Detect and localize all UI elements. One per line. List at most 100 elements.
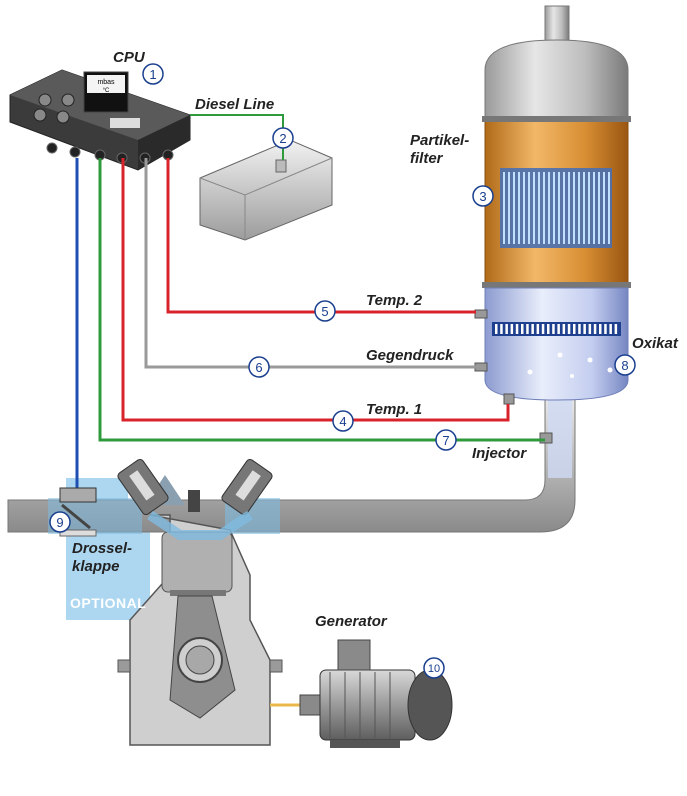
injector-nozzle xyxy=(188,490,200,512)
marker-1: 1 xyxy=(142,63,164,85)
filter-channel xyxy=(563,172,565,244)
label-partikelfilter-2: filter xyxy=(410,150,444,167)
marker-7: 7 xyxy=(435,429,457,451)
engine xyxy=(117,458,283,746)
oxikat-channel xyxy=(567,324,571,334)
marker-7-text: 7 xyxy=(442,433,449,448)
valve-left xyxy=(117,458,169,516)
marker-6-text: 6 xyxy=(255,360,262,375)
oxikat-channel xyxy=(510,324,514,334)
wires xyxy=(75,114,545,488)
filter-channel xyxy=(513,172,515,244)
filter-channel xyxy=(508,172,510,244)
oxikat-channel xyxy=(604,324,607,334)
marker-2-text: 2 xyxy=(279,131,286,146)
oxikat-channel xyxy=(578,324,581,334)
marker-8: 8 xyxy=(614,354,636,376)
label-oxikat: Oxikat xyxy=(632,335,679,352)
marker-8-text: 8 xyxy=(621,358,628,373)
marker-1-text: 1 xyxy=(149,67,156,82)
label-temp2: Temp. 2 xyxy=(366,292,423,309)
marker-9-text: 9 xyxy=(56,515,63,530)
stack-outlet xyxy=(544,5,570,47)
oxikat-channel xyxy=(583,324,586,334)
marker-3-text: 3 xyxy=(479,189,486,204)
oxikat-channel xyxy=(531,324,534,334)
filter-column xyxy=(474,5,631,444)
marker-6: 6 xyxy=(248,356,270,378)
valve-right xyxy=(221,458,273,516)
marker-10: 10 xyxy=(423,657,445,679)
wire-green-injector xyxy=(98,158,545,442)
oxikat-channel xyxy=(547,324,550,334)
label-gegendruck: Gegendruck xyxy=(366,347,454,364)
filter-channel xyxy=(583,172,585,244)
filter-channel xyxy=(568,172,570,244)
filter-channels xyxy=(503,172,610,244)
filter-channel xyxy=(543,172,545,244)
marker-2: 2 xyxy=(272,127,294,149)
filter-channel xyxy=(558,172,560,244)
oxikat-channel xyxy=(495,324,498,334)
label-generator: Generator xyxy=(315,613,388,630)
cpu-controller: mbas °C xyxy=(9,69,191,171)
oxikat-channel xyxy=(521,324,524,334)
oxikat-channel xyxy=(614,324,618,334)
marker-4: 4 xyxy=(332,410,354,432)
marker-5: 5 xyxy=(314,300,336,322)
label-diesel-line: Diesel Line xyxy=(195,96,274,113)
label-temp1: Temp. 1 xyxy=(366,401,422,418)
oxikat-channel xyxy=(573,324,576,334)
exhaust-pipe xyxy=(7,397,576,534)
marker-9: 9 xyxy=(49,511,71,533)
oxikat-channel xyxy=(505,324,508,334)
filter-channel xyxy=(533,172,535,244)
filter-channel xyxy=(548,172,550,244)
label-drosselklappe-2: klappe xyxy=(72,558,120,575)
oxikat-channel xyxy=(557,324,560,334)
throttle-valve xyxy=(59,487,97,537)
marker-3: 3 xyxy=(472,185,494,207)
oxikat-channel xyxy=(500,324,503,334)
wire-red-temp1 xyxy=(121,158,510,422)
filter-channel xyxy=(608,172,610,244)
filter-channel xyxy=(523,172,525,244)
oxikat-channel xyxy=(541,324,545,334)
oxikat-channel xyxy=(609,324,612,334)
marker-5-text: 5 xyxy=(321,304,328,319)
label-cpu: CPU xyxy=(113,49,146,66)
label-injector: Injector xyxy=(472,445,527,462)
oxikat-channel xyxy=(562,324,566,334)
filter-channel xyxy=(588,172,590,244)
label-drosselklappe-1: Drossel- xyxy=(72,540,132,557)
oxikat-channel xyxy=(588,324,592,334)
oxikat-channel xyxy=(599,324,602,334)
oxikat-channel xyxy=(515,324,519,334)
marker-10-text: 10 xyxy=(428,663,440,675)
oxikat-channel xyxy=(552,324,555,334)
filter-channel xyxy=(578,172,580,244)
oxikat-channels xyxy=(495,324,618,334)
cpu-display-line1: mbas xyxy=(97,79,115,86)
filter-channel xyxy=(603,172,605,244)
generator xyxy=(299,639,453,748)
filter-channel xyxy=(593,172,595,244)
marker-4-text: 4 xyxy=(339,414,346,429)
filter-channel xyxy=(573,172,575,244)
oxikat-body xyxy=(484,287,629,401)
filter-channel xyxy=(518,172,520,244)
filter-channel xyxy=(538,172,540,244)
cpu-display-line2: °C xyxy=(103,88,110,94)
filter-channel xyxy=(528,172,530,244)
oxikat-channel xyxy=(593,324,597,334)
label-partikelfilter-1: Partikel- xyxy=(410,132,469,149)
filter-channel xyxy=(553,172,555,244)
label-optional: OPTIONAL xyxy=(70,595,146,611)
fuel-tank xyxy=(199,139,333,241)
oxikat-channel xyxy=(526,324,529,334)
oxikat-channel xyxy=(536,324,540,334)
wire-gray-gegendruck xyxy=(144,158,476,369)
filter-channel xyxy=(598,172,600,244)
wire-red-temp2 xyxy=(166,158,476,314)
